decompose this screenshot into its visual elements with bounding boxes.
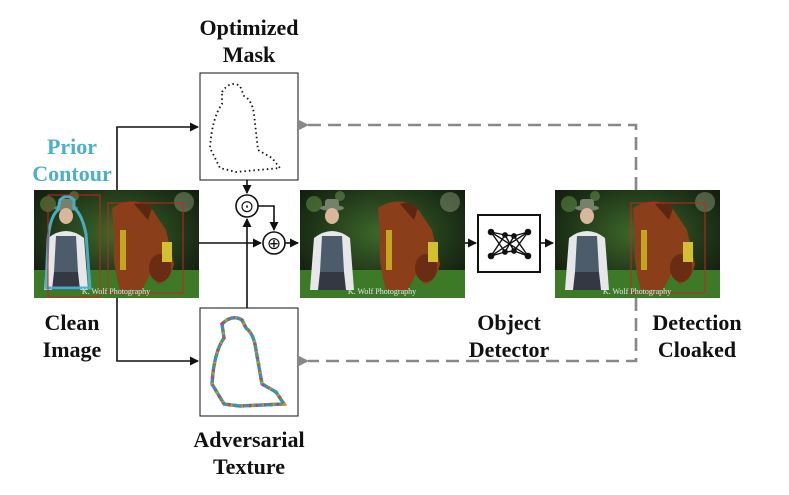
optimized-mask-label: Optimized Mask [180, 14, 318, 68]
watermark-perturbed: K. Wolf Photography [348, 287, 416, 296]
optimized-mask-image [199, 72, 299, 181]
clean-image-label-line-1: Clean [44, 310, 100, 335]
prior-contour-label-line-1: Prior [46, 134, 98, 159]
object-detector-box [477, 214, 541, 273]
clean-image-thumbnail: K. Wolf Photography [34, 190, 199, 298]
perturbed-image-thumbnail: K. Wolf Photography [300, 190, 465, 298]
flow-arrows [116, 122, 554, 366]
object-detector-label: Object Detector [452, 309, 566, 363]
feedback-arrows [297, 119, 638, 367]
detection-cloaked-label-line-1: Detection [652, 310, 742, 335]
object-detector-label-line-2: Detector [468, 337, 550, 362]
object-detector-label-line-1: Object [477, 310, 541, 335]
optimized-mask-label-line-2: Mask [222, 42, 276, 67]
adversarial-texture-label-line-1: Adversarial [193, 427, 305, 452]
adversarial-texture-label-line-2: Texture [212, 454, 286, 479]
hadamard-operator: ⊙ [235, 194, 259, 218]
watermark-cloaked: K. Wolf Photography [603, 287, 671, 296]
adversarial-texture-image [199, 307, 299, 417]
prior-contour-label-line-2: Contour [32, 161, 112, 186]
svg-text:⊙: ⊙ [240, 197, 254, 217]
prior-contour-label: Prior Contour [22, 133, 122, 187]
watermark-clean: K. Wolf Photography [82, 287, 150, 296]
detection-cloaked-label: Detection Cloaked [636, 309, 758, 363]
neural-network-icon [487, 228, 532, 260]
svg-text:⊕: ⊕ [267, 234, 281, 254]
clean-image-label-line-2: Image [42, 337, 102, 362]
optimized-mask-label-line-1: Optimized [199, 15, 299, 40]
adversarial-texture-label: Adversarial Texture [174, 426, 324, 480]
add-operator: ⊕ [262, 231, 286, 255]
clean-image-label: Clean Image [26, 309, 118, 363]
detection-cloaked-label-line-2: Cloaked [657, 337, 737, 362]
detection-cloaked-image-thumbnail: K. Wolf Photography [555, 190, 720, 298]
